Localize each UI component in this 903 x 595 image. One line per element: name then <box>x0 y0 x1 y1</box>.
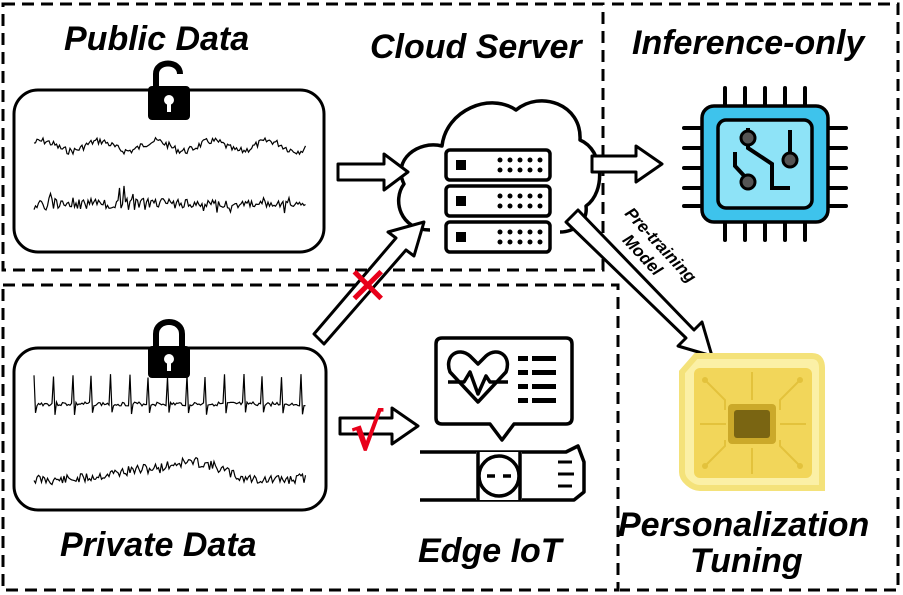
cloud-server-title: Cloud Server <box>370 28 583 66</box>
private-region-border <box>1 283 620 592</box>
inference-only-title: Inference-only <box>632 24 866 62</box>
public-signal-wave-2 <box>33 185 306 215</box>
public-signal-wave-1 <box>33 136 307 156</box>
public-data-title: Public Data <box>64 20 249 58</box>
cloud-to-inference-arrow <box>590 144 664 184</box>
personalization-title-line1: Personalization <box>618 506 869 544</box>
private-data-title: Private Data <box>60 526 257 564</box>
pretraining-arrow <box>564 208 714 358</box>
personalization-title-line2: Tuning <box>690 542 803 580</box>
private-data-panel <box>12 346 328 512</box>
public-region-border <box>1 2 605 272</box>
cloud-server-icon <box>396 99 602 254</box>
inference-region-border <box>612 2 900 592</box>
private-to-edge-arrow <box>338 406 420 446</box>
denied-mark: ✕ <box>346 257 390 317</box>
gold-chip-icon <box>679 353 825 491</box>
private-to-cloud-arrow <box>312 220 426 346</box>
private-signal-wave-1 <box>33 373 306 415</box>
private-signal-wave-2 <box>33 456 307 486</box>
cpu-chip-icon <box>682 86 848 242</box>
locked-padlock-icon <box>148 319 190 378</box>
unlocked-padlock-icon <box>148 60 190 120</box>
server-rack <box>444 148 552 254</box>
edge-iot-title: Edge IoT <box>418 532 565 570</box>
smartwatch-heart-icon <box>420 336 586 502</box>
allowed-mark: √ <box>350 404 384 462</box>
public-to-cloud-arrow <box>336 152 410 192</box>
